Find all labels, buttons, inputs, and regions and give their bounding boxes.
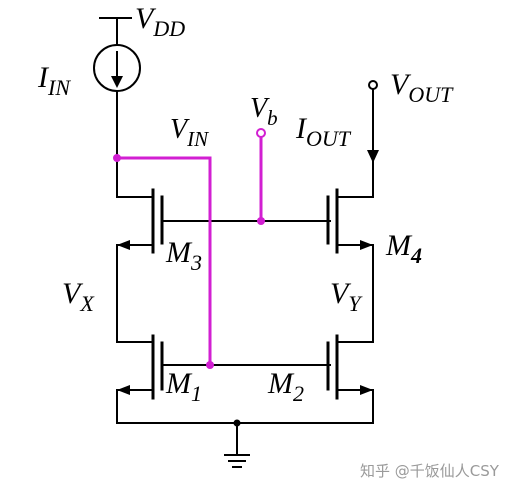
watermark-text: 知乎 @千饭仙人CSY — [360, 462, 500, 480]
vout-label: VOUT — [390, 68, 454, 107]
m2-label: M2 — [267, 367, 304, 406]
vin-highlight-net — [113, 154, 214, 369]
vy-label: VY — [330, 277, 363, 316]
vdd-rail — [99, 17, 132, 46]
vb-highlight-net — [256, 128, 266, 225]
m4-label: M4 — [385, 229, 422, 268]
transistor-m3 — [116, 157, 331, 254]
vb-label: Vb — [250, 93, 278, 130]
iin-label: IIN — [37, 61, 71, 100]
vout-terminal — [367, 80, 379, 198]
iout-label: IOUT — [295, 112, 352, 151]
vx-label: VX — [62, 277, 95, 316]
transistor-m2 — [326, 334, 374, 424]
m1-label: M1 — [165, 367, 202, 406]
vin-label: VIN — [170, 114, 209, 151]
transistor-m1 — [116, 334, 331, 424]
m3-label: M3 — [165, 236, 202, 275]
transistor-m4 — [326, 188, 374, 254]
vdd-label: VDD — [135, 2, 185, 41]
ground-symbol — [116, 419, 374, 468]
current-source-iin — [93, 44, 141, 159]
